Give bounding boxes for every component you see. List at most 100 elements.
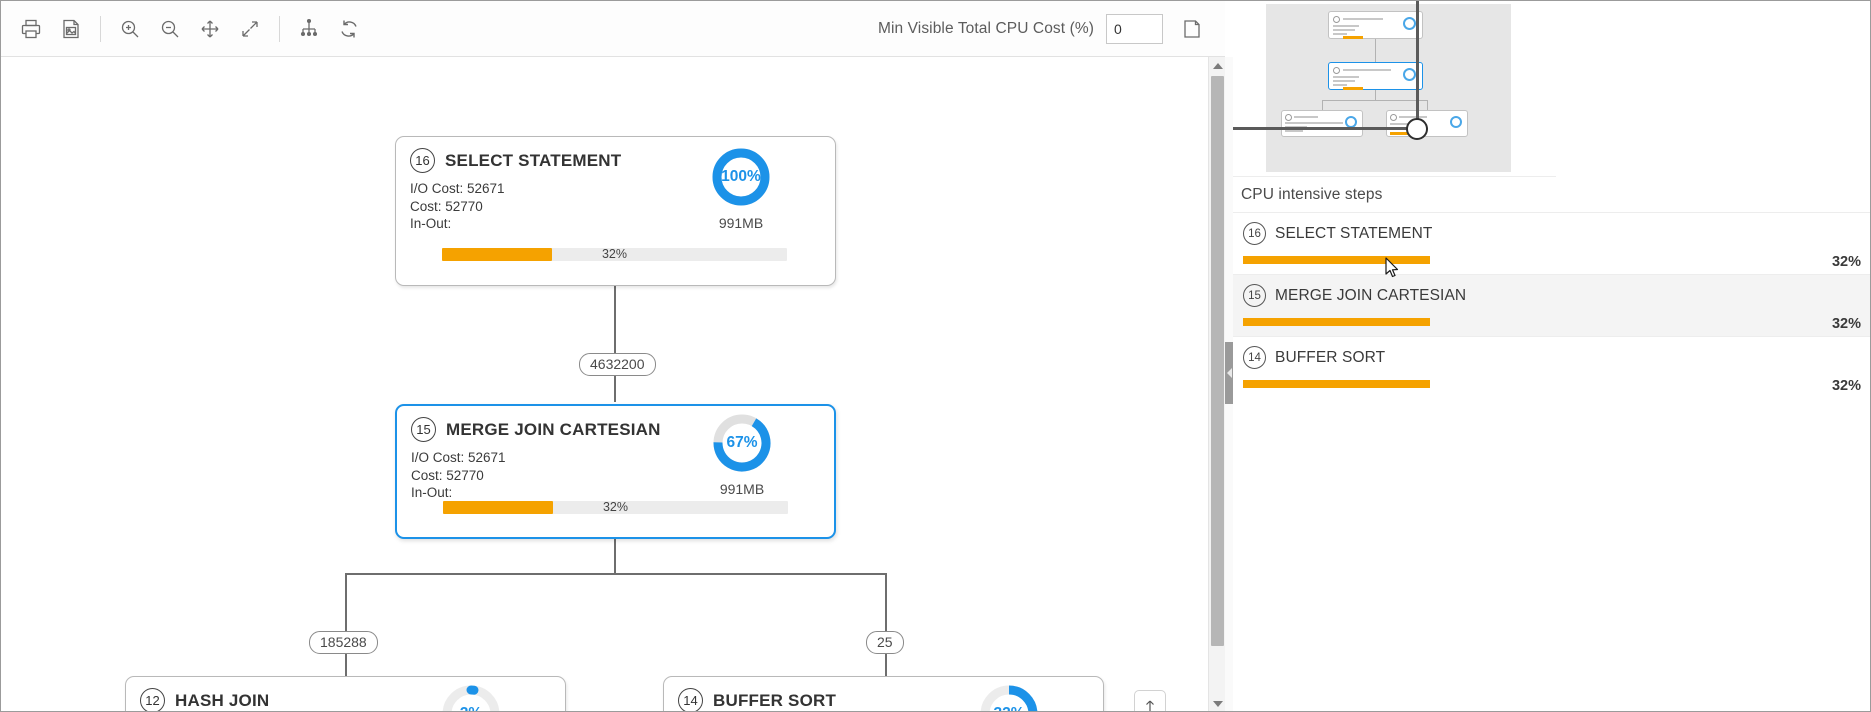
plan-node-16-cpu-bar-label: 32% <box>601 247 628 261</box>
plan-node-12-donut: 2% <box>440 683 502 711</box>
min-cpu-cost-input[interactable] <box>1106 13 1163 44</box>
scroll-to-top-button[interactable] <box>1134 690 1166 711</box>
cpu-step-row-15[interactable]: 15 MERGE JOIN CARTESIAN 32% <box>1233 274 1870 336</box>
minimap-node-14-title-line <box>1399 116 1427 118</box>
minimap-edge-15-down <box>1375 90 1376 100</box>
plan-node-14[interactable]: 14 BUFFER SORT I/O Cost: 52668 Cost: 527… <box>663 676 1104 711</box>
minimap-node-14-ring <box>1450 116 1462 128</box>
minimap-node-15-line-3 <box>1333 84 1347 86</box>
plan-node-12-number: 12 <box>140 688 165 711</box>
plan-node-14-number: 14 <box>678 688 703 711</box>
minimap-edge-15-16 <box>1375 39 1376 62</box>
minimap-node-15-ring <box>1403 68 1416 81</box>
minimap-node-14-bar <box>1390 132 1414 135</box>
plan-node-12-title: HASH JOIN <box>175 690 270 710</box>
plan-node-14-header: 14 BUFFER SORT <box>664 677 1103 711</box>
minimap-node-15 <box>1328 62 1423 90</box>
cpu-step-15-header: 15 MERGE JOIN CARTESIAN <box>1233 275 1870 307</box>
fit-screen-icon[interactable] <box>230 9 270 49</box>
pan-icon[interactable] <box>190 9 230 49</box>
cpu-intensive-steps-title: CPU intensive steps <box>1241 186 1383 203</box>
scrollbar-down-arrow[interactable] <box>1209 695 1226 711</box>
plan-node-16-body: I/O Cost: 52671 Cost: 52770 In-Out: <box>396 173 835 233</box>
panel-splitter[interactable] <box>1225 57 1233 711</box>
plan-node-16-cpu-bar: 32% <box>442 247 787 261</box>
tree-layout-icon[interactable] <box>289 9 329 49</box>
plan-node-16-header: 16 SELECT STATEMENT <box>396 137 835 173</box>
plan-node-15-cpu-bar-fill <box>443 501 554 514</box>
diagram-toolbar: Min Visible Total CPU Cost (%) <box>1 1 1225 57</box>
cpu-step-14-percent: 32% <box>1831 378 1861 394</box>
plan-node-16-cost: Cost: 52770 <box>410 198 483 214</box>
plan-node-15-io-cost: I/O Cost: 52671 <box>411 450 506 465</box>
minimap-node-16-line-2 <box>1333 29 1355 31</box>
plan-diagram: 4632200 185288 25 16 SELECT STATEMENT I/… <box>1 57 1209 711</box>
plan-node-16-memory: 991MB <box>718 215 764 231</box>
zoom-out-icon[interactable] <box>150 9 190 49</box>
plan-node-15-cost: Cost: 52770 <box>411 467 484 483</box>
zoom-in-icon[interactable] <box>110 9 150 49</box>
cpu-step-14-name: BUFFER SORT <box>1275 348 1386 366</box>
plan-node-15-number: 15 <box>411 417 436 442</box>
minimap-content <box>1266 4 1511 172</box>
minimap-viewport-handle[interactable] <box>1406 118 1428 140</box>
details-panel: CPU intensive steps 16 SELECT STATEMENT … <box>1233 1 1870 711</box>
edge-label-185288: 185288 <box>309 631 378 654</box>
refresh-icon[interactable] <box>329 9 369 49</box>
edge-line-14-15 <box>885 573 887 676</box>
plan-node-16-donut: 100% <box>710 146 772 208</box>
plan-node-14-donut: 32% <box>978 683 1040 711</box>
minimap-node-12-line-2 <box>1285 130 1303 132</box>
scrollbar-thumb[interactable] <box>1211 76 1224 646</box>
plan-node-16-io-cost: I/O Cost: 52671 <box>410 181 505 196</box>
minimap-viewport-horizontal[interactable] <box>1233 127 1418 130</box>
plan-node-14-title: BUFFER SORT <box>713 690 837 710</box>
minimap-node-16-line-1 <box>1333 25 1359 27</box>
canvas-vertical-scrollbar[interactable] <box>1208 57 1226 711</box>
cpu-step-15-number: 15 <box>1243 284 1266 307</box>
minimap-node-12 <box>1281 110 1363 137</box>
cpu-step-15-percent: 32% <box>1831 316 1861 332</box>
plan-node-16[interactable]: 16 SELECT STATEMENT I/O Cost: 52671 Cost… <box>395 136 836 286</box>
plan-node-15-body: I/O Cost: 52671 Cost: 52770 In-Out: <box>397 442 834 502</box>
plan-node-15[interactable]: 15 MERGE JOIN CARTESIAN I/O Cost: 52671 … <box>395 404 836 539</box>
plan-node-15-memory: 991MB <box>719 481 765 497</box>
panel-splitter-grip[interactable] <box>1225 342 1233 404</box>
toolbar-divider-2 <box>279 15 280 42</box>
scrollbar-up-arrow[interactable] <box>1209 57 1226 74</box>
save-image-icon[interactable] <box>51 9 91 49</box>
edge-line-12-15 <box>345 573 347 676</box>
edge-line-15-down <box>614 528 616 574</box>
plan-node-16-inout: In-Out: <box>410 216 452 231</box>
plan-node-16-cpu-bar-fill <box>442 248 553 261</box>
edge-line-15-16 <box>614 207 616 402</box>
print-icon[interactable] <box>11 9 51 49</box>
cpu-intensive-steps-list: 16 SELECT STATEMENT 32% 15 MERGE JOIN CA… <box>1233 212 1870 398</box>
minimap-node-12-title-line <box>1294 116 1318 118</box>
triangle-up-icon <box>1212 62 1223 69</box>
toolbar-divider-1 <box>100 15 101 42</box>
minimap-viewport-vertical[interactable] <box>1416 1 1419 128</box>
plan-node-15-donut: 67% <box>711 412 773 474</box>
minimap-node-15-title-line <box>1343 69 1391 71</box>
minimap-node-12-number <box>1285 114 1292 121</box>
cpu-step-row-16[interactable]: 16 SELECT STATEMENT 32% <box>1233 212 1870 274</box>
note-icon[interactable] <box>1175 11 1209 47</box>
diagram-canvas[interactable]: 4632200 185288 25 16 SELECT STATEMENT I/… <box>1 57 1209 711</box>
minimap-node-15-bar <box>1343 87 1363 90</box>
cpu-step-16-number: 16 <box>1243 222 1266 245</box>
cpu-step-15-bar <box>1243 318 1430 326</box>
plan-node-12-header: 12 HASH JOIN <box>126 677 565 711</box>
cpu-step-16-header: 16 SELECT STATEMENT <box>1233 213 1870 245</box>
cpu-step-16-percent: 32% <box>1831 254 1861 270</box>
cpu-step-16-bar <box>1243 256 1430 264</box>
diagram-minimap[interactable] <box>1233 1 1556 177</box>
minimap-node-16-title-line <box>1343 18 1383 20</box>
plan-node-12[interactable]: 12 HASH JOIN "E"."DEPARTMENT_ID"="D"."DE… <box>125 676 566 711</box>
plan-node-15-header: 15 MERGE JOIN CARTESIAN <box>397 406 834 442</box>
plan-node-16-number: 16 <box>410 148 435 173</box>
edge-label-4632200: 4632200 <box>579 353 656 376</box>
minimap-node-15-number <box>1333 67 1340 74</box>
cpu-step-row-14[interactable]: 14 BUFFER SORT 32% <box>1233 336 1870 398</box>
